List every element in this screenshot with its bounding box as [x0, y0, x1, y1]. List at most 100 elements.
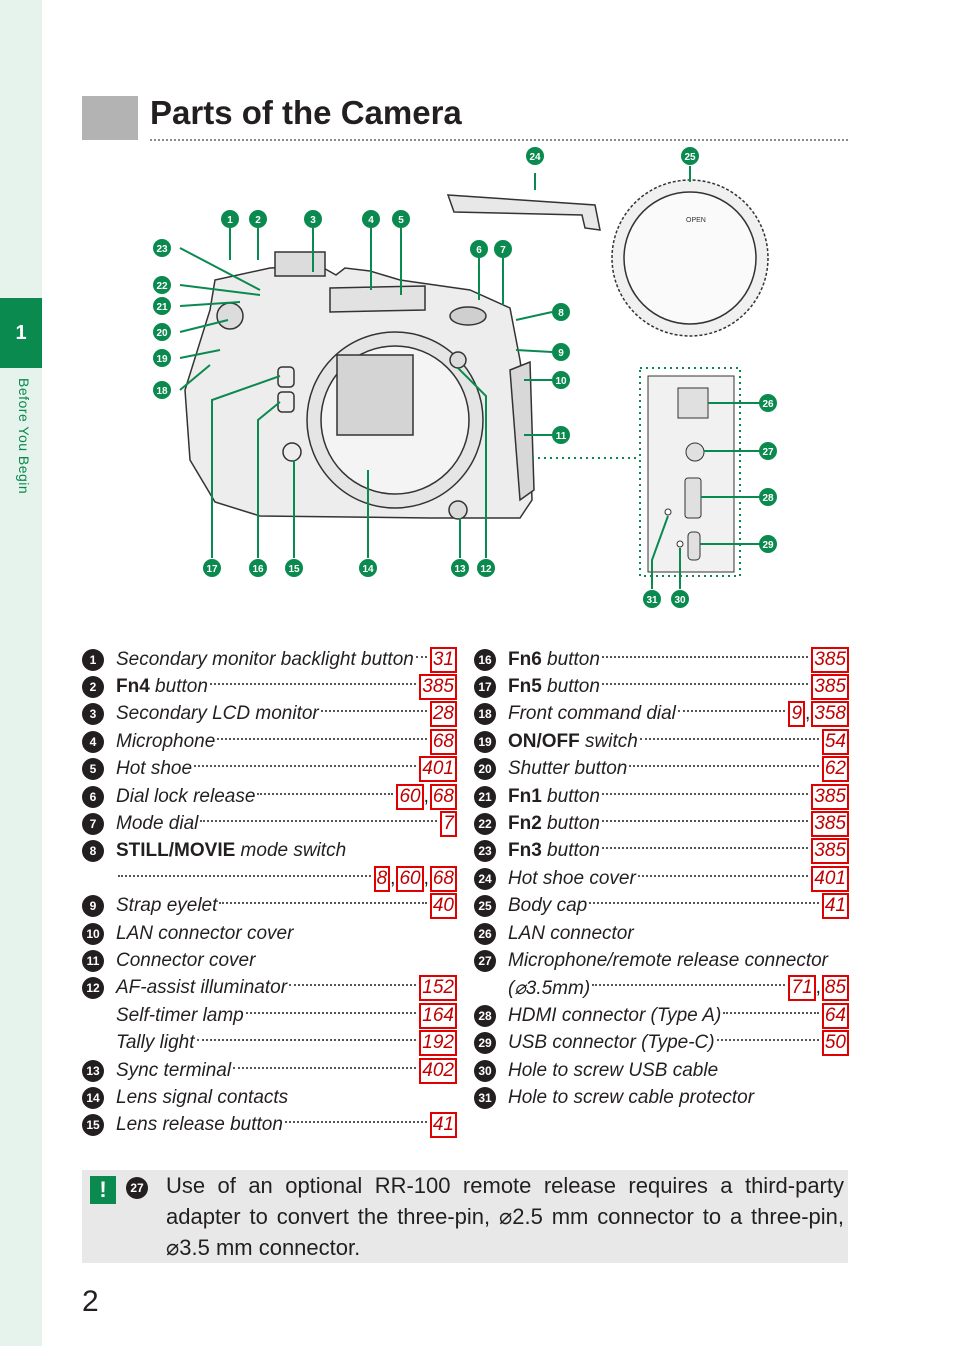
- body-cap-drawing: [611, 179, 769, 337]
- legend-item-number: 5: [82, 758, 104, 781]
- page-separator: ,: [390, 867, 396, 889]
- page-link[interactable]: 68: [429, 728, 457, 755]
- legend-item-text: Self-timer lamp: [116, 1004, 244, 1026]
- page-link[interactable]: 68: [429, 783, 457, 810]
- legend-item-text: LAN connector: [508, 922, 634, 944]
- svg-text:6: 6: [476, 245, 482, 256]
- svg-text:20: 20: [156, 328, 168, 339]
- legend-item-number: 25: [474, 895, 496, 918]
- leader-dots: [217, 737, 427, 740]
- leader-dots: [209, 683, 417, 686]
- legend-item-label: STILL/MOVIE mode switch: [116, 840, 346, 862]
- chapter-tab[interactable]: 1: [0, 298, 42, 368]
- callout-26: 26: [759, 394, 777, 412]
- legend-item-label: LAN connector: [508, 923, 634, 945]
- page-link[interactable]: 7: [440, 811, 457, 838]
- page-link[interactable]: 41: [821, 893, 849, 920]
- page-link[interactable]: 192: [419, 1030, 457, 1057]
- page-link[interactable]: 385: [811, 646, 849, 673]
- page-link[interactable]: 401: [419, 756, 457, 783]
- callout-12: 12: [477, 559, 495, 577]
- callout-3: 3: [304, 210, 322, 228]
- leader-dots: [589, 902, 819, 905]
- legend-item-label: Fn3 button: [508, 840, 600, 862]
- legend-item-number: 7: [82, 813, 104, 836]
- svg-text:18: 18: [156, 386, 168, 397]
- legend-item-text: Hot shoe: [116, 758, 193, 780]
- legend-item-number: 30: [474, 1059, 496, 1082]
- legend-item-text: Dial lock release: [116, 785, 256, 807]
- legend-item-number: 1: [82, 648, 104, 671]
- legend-item-label: Microphone/remote release connector: [508, 950, 828, 972]
- legend-item-text: Hot shoe cover: [508, 867, 636, 889]
- svg-text:23: 23: [156, 244, 168, 255]
- page-link[interactable]: 54: [821, 728, 849, 755]
- page-link[interactable]: 401: [811, 865, 849, 892]
- page-link[interactable]: 64: [821, 1002, 849, 1029]
- legend-item-key: Fn2: [508, 813, 542, 835]
- page-link[interactable]: 9: [788, 701, 806, 728]
- svg-text:15: 15: [288, 564, 300, 575]
- legend-item-text: Strap eyelet: [116, 895, 218, 917]
- legend-item-label: Secondary monitor backlight button: [116, 649, 414, 671]
- page-link[interactable]: 385: [811, 783, 849, 810]
- legend-item-text: Secondary LCD monitor: [116, 703, 319, 725]
- svg-text:30: 30: [674, 595, 686, 606]
- legend-item-number: 13: [82, 1059, 104, 1082]
- page-link[interactable]: 385: [811, 811, 849, 838]
- page-link[interactable]: 385: [419, 674, 457, 701]
- page-link[interactable]: 85: [821, 975, 849, 1002]
- leader-dots: [194, 765, 417, 768]
- page-link[interactable]: 68: [429, 865, 457, 892]
- svg-text:9: 9: [558, 348, 564, 359]
- legend-item-text: button: [541, 840, 600, 862]
- diagram-callouts: 1 2 3 4 5 6 7 8 9 10 11 12 13 14 15 16 1…: [153, 147, 777, 608]
- legend-item-number: 11: [82, 949, 104, 972]
- legend-item-text: Shutter button: [508, 758, 628, 780]
- callout-25: 25: [681, 147, 699, 165]
- page-link[interactable]: 50: [821, 1030, 849, 1057]
- page-link[interactable]: 385: [811, 838, 849, 865]
- leader-dots: [289, 984, 417, 987]
- page-link[interactable]: 385: [811, 674, 849, 701]
- page-link[interactable]: 60: [396, 865, 424, 892]
- legend-item: 8 STILL/MOVIE mode switch: [82, 838, 457, 865]
- legend-item-number: 19: [474, 730, 496, 753]
- page-link[interactable]: 40: [429, 893, 457, 920]
- leader-dots: [716, 1039, 819, 1042]
- svg-text:13: 13: [454, 564, 466, 575]
- legend-item-label: Hot shoe: [116, 758, 192, 780]
- legend-item-number: 28: [474, 1004, 496, 1027]
- page-link[interactable]: 28: [429, 701, 457, 728]
- legend-item-text: LAN connector cover: [116, 922, 294, 944]
- page-link[interactable]: 164: [419, 1002, 457, 1029]
- callout-22: 22: [153, 276, 171, 294]
- legend-item-number: 20: [474, 758, 496, 781]
- page-link[interactable]: 60: [396, 783, 424, 810]
- callout-24: 24: [526, 147, 544, 165]
- page-link[interactable]: 41: [429, 1112, 457, 1139]
- legend-item-label: LAN connector cover: [116, 923, 293, 945]
- page-link[interactable]: 71: [788, 975, 816, 1002]
- page-link[interactable]: 358: [811, 701, 849, 728]
- page-link[interactable]: 62: [821, 756, 849, 783]
- page-link[interactable]: 8: [373, 865, 391, 892]
- legend-item-number: 8: [82, 840, 104, 863]
- legend-item-text: USB connector (Type-C): [508, 1032, 715, 1054]
- page-link[interactable]: 31: [429, 646, 457, 673]
- leader-dots: [677, 710, 786, 713]
- body-cap-open-label: OPEN: [686, 217, 706, 224]
- svg-text:16: 16: [252, 564, 264, 575]
- legend-item-text: button: [541, 785, 600, 807]
- page-link[interactable]: 152: [419, 975, 457, 1002]
- page-link[interactable]: 402: [419, 1057, 457, 1084]
- callout-20: 20: [153, 323, 171, 341]
- svg-text:11: 11: [556, 431, 567, 442]
- leader-dots: [629, 765, 819, 768]
- leader-dots: [196, 1039, 417, 1042]
